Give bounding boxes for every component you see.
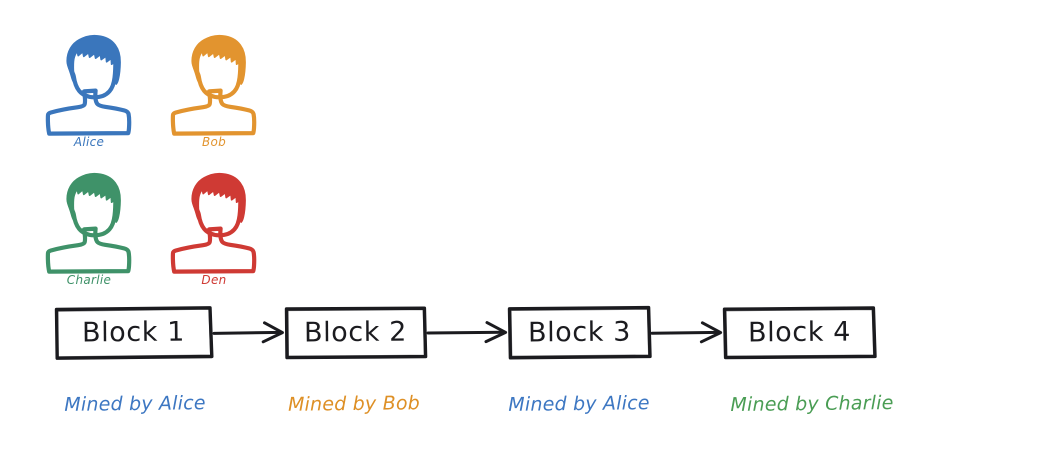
participant-label-bob: Bob [201,135,227,149]
block-1-miner-caption: Mined by Alice [64,392,206,416]
participant-alice[interactable]: Alice [45,35,133,153]
block-4-miner-caption: Mined by Charlie [730,392,894,416]
block-3-label: Block 3 [527,316,631,349]
participant-den[interactable]: Den [170,173,258,291]
participant-charlie[interactable]: Charlie [45,173,133,291]
participant-label-alice: Alice [73,135,105,149]
block-3-outline[interactable] [507,305,652,360]
block-1[interactable]: Block 1 [55,307,212,358]
block-2-outline[interactable] [284,306,428,360]
block-2-label: Block 2 [303,316,408,349]
arrow-block1-block2 [212,321,284,344]
block-3-miner-caption: Mined by Alice [508,392,650,416]
block-1-label: Block 1 [81,316,186,349]
block-1-outline[interactable] [54,306,214,360]
block-2[interactable]: Block 2 [285,307,426,358]
arrow-block2-block3 [426,321,508,344]
block-4-label: Block 4 [747,316,851,349]
block-2-miner-caption: Mined by Bob [287,392,421,416]
arrow-block3-block4 [650,321,723,344]
chain-blocks-group [54,305,877,360]
participant-label-den: Den [201,273,227,287]
participant-label-charlie: Charlie [66,273,112,287]
block-3[interactable]: Block 3 [508,307,650,358]
block-4[interactable]: Block 4 [723,307,875,358]
chain-arrows-group [212,321,723,344]
participant-bob[interactable]: Bob [170,35,258,153]
block-4-outline[interactable] [722,306,877,360]
